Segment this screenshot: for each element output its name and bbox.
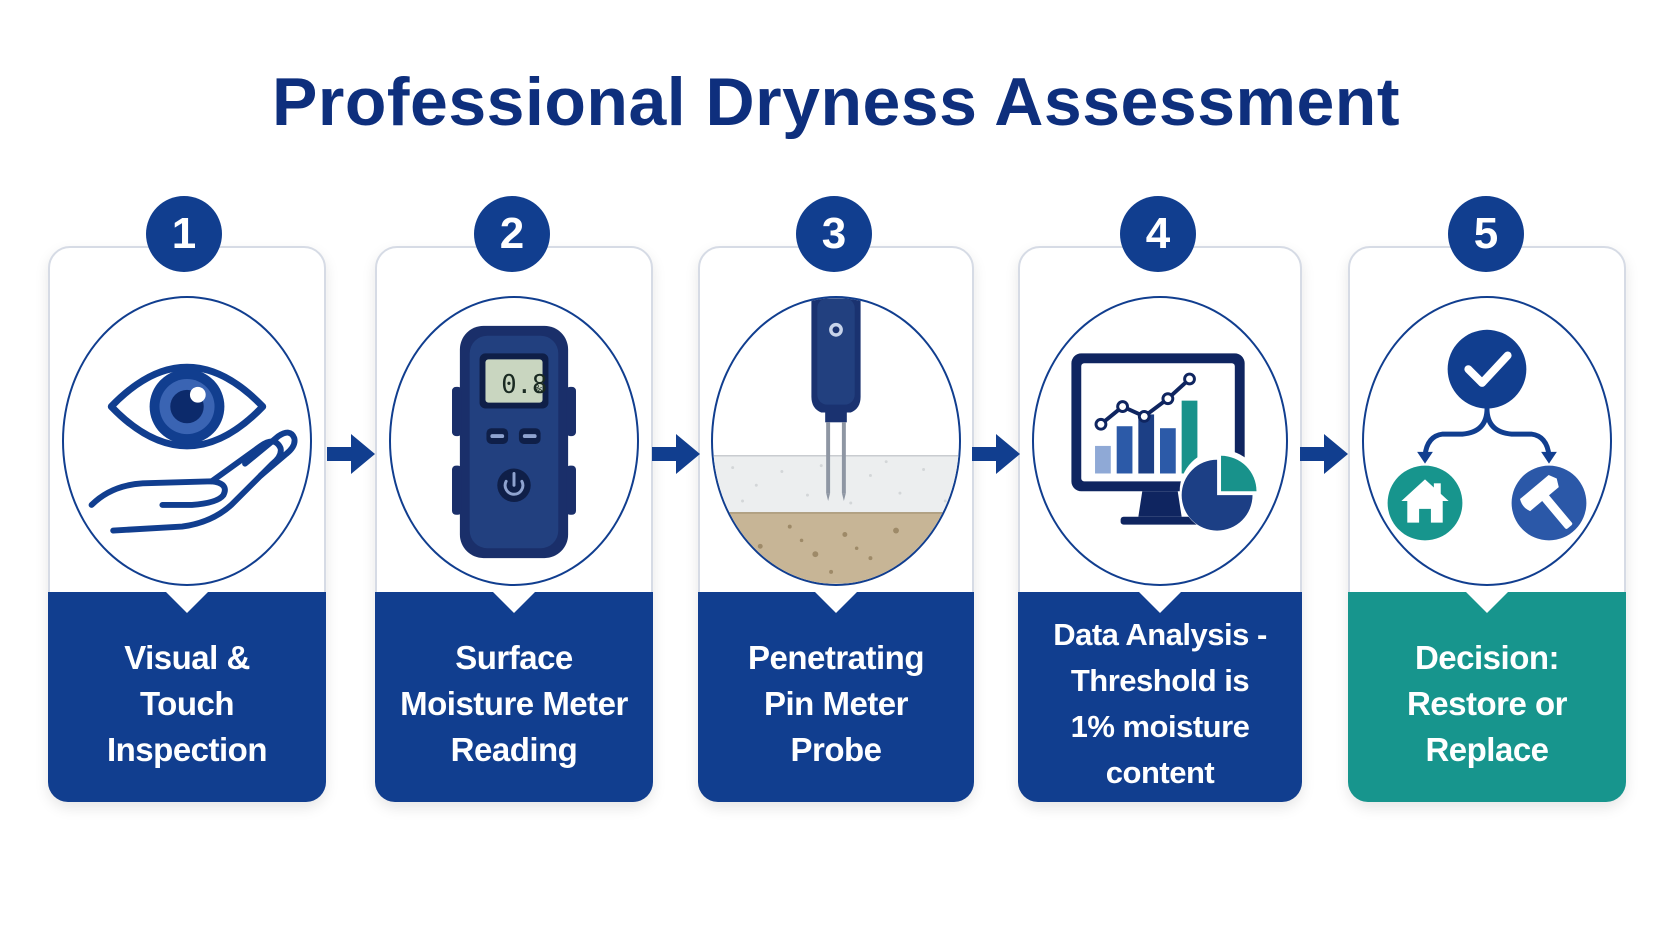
meter-reading: 0.8	[501, 370, 547, 400]
arrow-right-icon	[1300, 434, 1348, 474]
step-2-label: Surface Moisture Meter Reading	[400, 639, 628, 768]
arrow-right-icon	[972, 434, 1020, 474]
step-3-icon-frame	[711, 296, 961, 586]
step-4-card: Data Analysis - Threshold is 1% moisture…	[1018, 246, 1302, 802]
panel-notch	[492, 591, 536, 613]
step-5-panel: Decision: Restore or Replace	[1348, 591, 1626, 802]
panel-notch	[814, 591, 858, 613]
step-1-panel: Visual & Touch Inspection	[48, 591, 326, 802]
monitor-chart-icon	[1071, 353, 1263, 533]
step-4-panel: Data Analysis - Threshold is 1% moisture…	[1018, 591, 1302, 802]
step-2-badge: 2	[474, 196, 550, 272]
step-1-badge: 1	[146, 196, 222, 272]
step-5-badge: 5	[1448, 196, 1524, 272]
arrow-right-icon	[652, 434, 700, 474]
step-3-label: Penetrating Pin Meter Probe	[747, 639, 925, 768]
step-3-panel: Penetrating Pin Meter Probe	[698, 591, 974, 802]
panel-notch	[165, 591, 209, 613]
eye-hand-icon	[88, 363, 298, 534]
step-2-icon-frame: 0.8 %	[389, 296, 639, 586]
step-1-icon-frame	[62, 296, 312, 586]
page-title: Professional Dryness Assessment	[272, 64, 1400, 140]
moisture-meter-icon: 0.8 %	[452, 325, 576, 559]
panel-notch	[1138, 591, 1182, 613]
step-1-card: Visual & Touch Inspection	[48, 246, 326, 802]
step-5-label: Decision: Restore or Replace	[1406, 639, 1568, 768]
decision-icon	[1387, 329, 1587, 541]
step-4-label: Data Analysis - Threshold is 1% moisture…	[1053, 617, 1267, 790]
pin-probe-icon	[713, 298, 959, 584]
step-5-icon-frame	[1362, 296, 1612, 586]
step-2-panel: Surface Moisture Meter Reading	[375, 591, 653, 802]
step-5-card: Decision: Restore or Replace	[1348, 246, 1626, 802]
panel-notch	[1465, 591, 1509, 613]
arrow-right-icon	[327, 434, 375, 474]
step-3-card: Penetrating Pin Meter Probe	[698, 246, 974, 802]
meter-unit: %	[535, 382, 543, 397]
step-4-icon-frame	[1032, 296, 1288, 586]
step-3-badge: 3	[796, 196, 872, 272]
step-1-label: Visual & Touch Inspection	[106, 639, 268, 768]
step-4-badge: 4	[1120, 196, 1196, 272]
step-2-card: 0.8 % Surface Moisture Meter Reading	[375, 246, 653, 802]
